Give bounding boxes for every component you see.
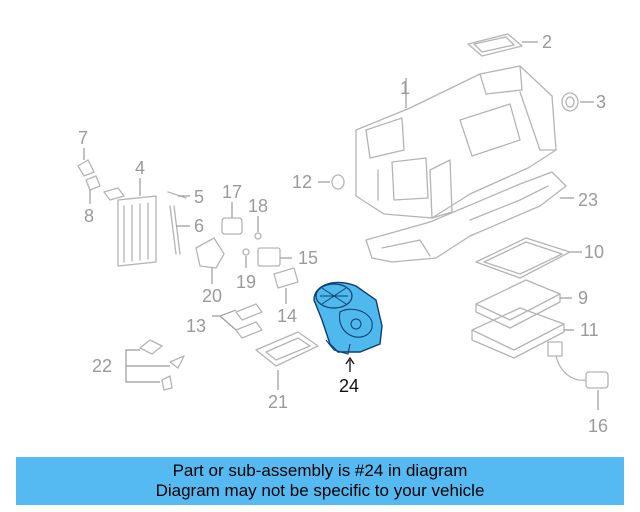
callout-20: 20: [202, 286, 222, 306]
callout-23: 23: [578, 190, 598, 210]
callout-24: 24: [339, 376, 359, 396]
callout-12: 12: [292, 172, 312, 192]
part-4-heater-core: [103, 187, 157, 267]
banner-line-2: Diagram may not be specific to your vehi…: [155, 481, 485, 500]
callout-11: 11: [580, 320, 599, 340]
callout-4: 4: [135, 158, 145, 178]
part-5-seal: [167, 191, 187, 199]
part-9-filter: [475, 279, 561, 329]
part-17-actuator: [221, 217, 243, 235]
callout-3: 3: [596, 92, 606, 112]
part-1-hvac-case: [355, 65, 557, 219]
callout-13: 13: [186, 316, 206, 336]
part-12-clip: [331, 174, 345, 190]
banner-line-1: Part or sub-assembly is #24 in diagram: [172, 461, 468, 480]
callout-17: 17: [222, 182, 242, 202]
callout-1: 1: [400, 78, 410, 98]
callout-7: 7: [78, 128, 88, 148]
part-10-filter: [475, 237, 571, 279]
callout-8: 8: [84, 206, 94, 226]
callout-10: 10: [584, 242, 604, 262]
part-3-grommet: [561, 92, 579, 112]
callout-6: 6: [194, 216, 204, 236]
part-6-pipe: [169, 205, 181, 255]
callout-9: 9: [578, 288, 588, 308]
part-13-clips: [235, 303, 263, 339]
callout-15: 15: [298, 248, 318, 268]
part-19-screw: [242, 248, 250, 256]
part-14-resistor: [273, 267, 299, 289]
callout-14: 14: [277, 306, 297, 326]
part-24-blower-motor: [313, 281, 383, 355]
part-23-duct: [365, 171, 567, 263]
callout-19: 19: [236, 272, 256, 292]
callout-18: 18: [248, 196, 268, 216]
part-16-harness: [547, 341, 609, 389]
callout-21: 21: [268, 392, 288, 412]
part-2-gasket: [467, 33, 523, 57]
part-8-clip: [85, 175, 101, 191]
callout-22: 22: [92, 356, 112, 376]
parts-diagram: 1 2 3 4 5 6 7 8 9 10 11 12 13 14 15 16 1…: [77, 32, 609, 436]
part-11-cover: [471, 307, 565, 359]
part-20-actuator: [195, 237, 225, 269]
part-7-clip: [77, 159, 95, 177]
diagram-note-banner: Part or sub-assembly is #24 in diagram D…: [16, 457, 624, 505]
part-15-module: [257, 247, 281, 267]
callout-16: 16: [588, 416, 608, 436]
callout-2: 2: [542, 32, 552, 52]
callout-5: 5: [194, 187, 204, 207]
part-21-tray: [255, 331, 319, 367]
part-22-hardware: [139, 339, 185, 391]
part-18-screw: [254, 232, 262, 240]
